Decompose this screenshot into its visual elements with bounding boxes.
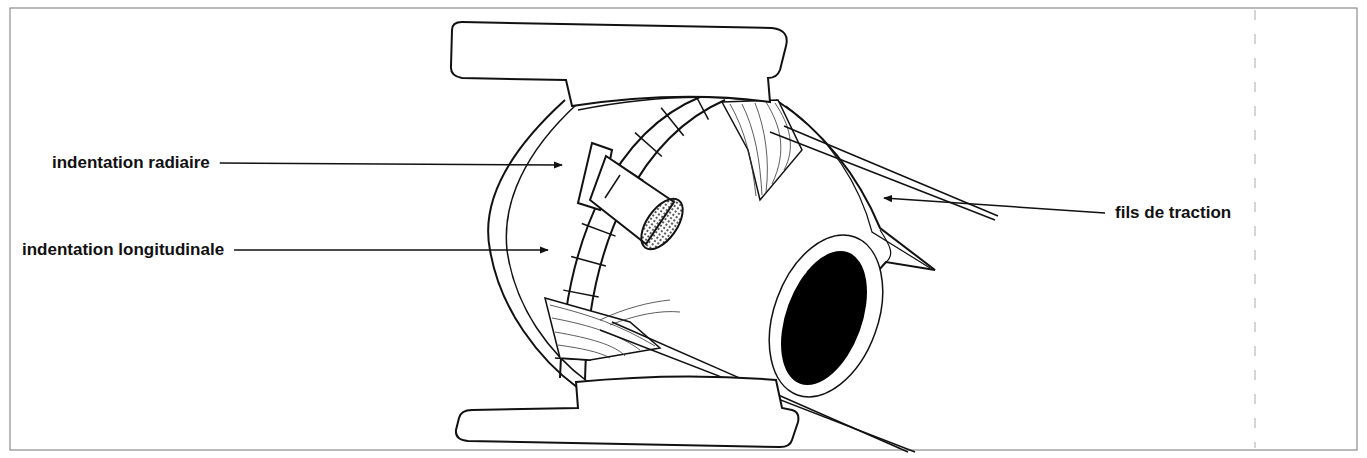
muscle-fibres <box>730 102 790 196</box>
rectus-muscle <box>722 100 802 200</box>
leader-line <box>234 249 548 251</box>
callout-label: fils de traction <box>1113 203 1233 223</box>
cornea-pupil <box>764 239 883 397</box>
frame-border <box>10 8 1357 450</box>
callout-label: indentation radiaire <box>50 153 212 173</box>
leader-line <box>884 198 1105 213</box>
suture-tick <box>661 108 684 136</box>
callout-label: indentation longitudinale <box>20 240 226 260</box>
rectus-muscle <box>545 298 660 360</box>
suture-tick <box>635 133 662 157</box>
suture-tick <box>582 224 616 237</box>
traction-thread <box>770 132 995 220</box>
speculum-blade <box>451 22 787 106</box>
caruncle <box>880 230 891 262</box>
cornea-reflection <box>790 270 806 275</box>
speculum-blade <box>456 376 798 447</box>
suture-tick <box>563 290 598 297</box>
leader-group <box>220 163 1105 250</box>
traction-thread <box>784 126 998 216</box>
dashed-guide <box>1255 10 1256 448</box>
leader-line <box>220 163 562 165</box>
sponge-suture <box>605 175 620 198</box>
sponge-end <box>633 192 691 257</box>
suture-tick <box>571 257 606 267</box>
muscle-fibres <box>550 300 680 358</box>
